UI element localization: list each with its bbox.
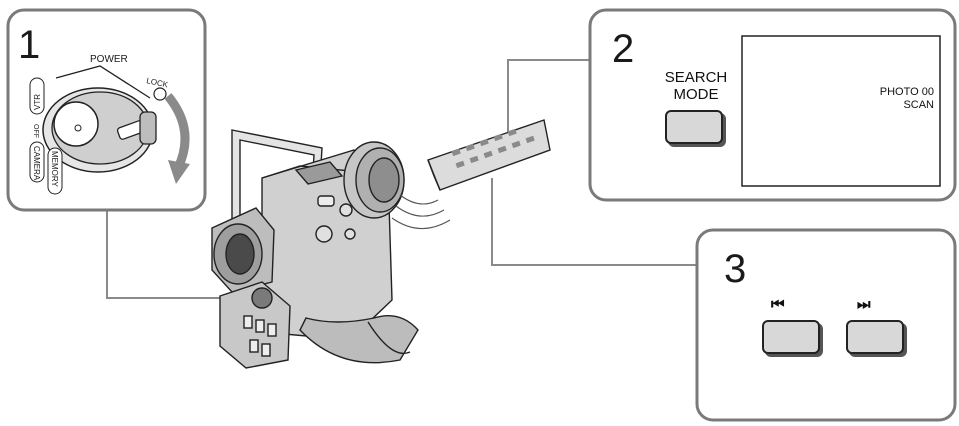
search-mode-label: SEARCH MODE — [646, 69, 746, 103]
next-icon: ⏭ — [857, 295, 870, 313]
dial-camera-label: CAMERA — [32, 146, 41, 181]
screen-scan-status: SCAN — [903, 99, 934, 112]
previous-button[interactable] — [762, 320, 820, 354]
search-mode-label-line1: SEARCH — [664, 69, 728, 86]
dial-position-labels: VTR OFF CAMERA MEMORY — [29, 77, 63, 195]
power-switch-illustration: POWER LOCK VTR OFF CAMERA MEMORY — [29, 54, 190, 195]
dial-off-label: OFF — [32, 124, 39, 138]
remote-control-illustration — [391, 119, 551, 230]
dial-memory-label: MEMORY — [50, 151, 59, 188]
dial-center-icon — [53, 101, 99, 147]
step3-panel — [695, 228, 957, 422]
power-label: POWER — [90, 54, 128, 65]
previous-icon: ⏮ — [771, 295, 784, 313]
step2-number: 2 — [612, 27, 634, 71]
rotate-arrow-icon — [164, 93, 190, 170]
screen-photo-counter: PHOTO 00 — [879, 86, 934, 98]
camcorder-illustration — [211, 129, 419, 369]
connector-step1 — [106, 210, 228, 299]
viewfinder-screen — [741, 35, 941, 187]
lock-indicator-icon — [153, 87, 167, 101]
search-mode-label-line2: MODE — [673, 85, 719, 103]
screen-display: PHOTO 00 SCAN — [820, 86, 934, 112]
dial-vtr-label: VTR — [33, 94, 42, 110]
connector-step2 — [507, 59, 590, 138]
next-button[interactable] — [846, 320, 904, 354]
step1-number: 1 — [18, 23, 40, 67]
search-mode-button[interactable] — [665, 110, 723, 144]
step3-number: 3 — [724, 247, 746, 291]
connector-lines — [106, 59, 697, 299]
infrared-signal-icon — [391, 194, 451, 230]
connector-step3 — [491, 178, 697, 266]
